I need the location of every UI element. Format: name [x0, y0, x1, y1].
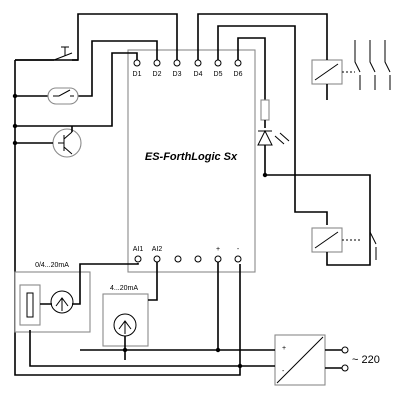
terminal-minus	[234, 255, 242, 263]
pin-label-plus: +	[216, 246, 220, 253]
left-bus	[12, 60, 241, 376]
mains-voltage-label: ~ 220	[352, 354, 380, 366]
power-supply: + - ~ 220	[29, 262, 380, 386]
pin-label-d6: D6	[234, 71, 243, 78]
module-body	[127, 49, 256, 273]
led-indicator	[257, 99, 371, 212]
float-switch	[47, 87, 79, 105]
top-wiring	[15, 13, 328, 225]
controller-module: ES-ForthLogic Sx D1 D2 D3 D4 D5 D6 AI1 A…	[127, 49, 256, 273]
pin-label-d2: D2	[153, 71, 162, 78]
sensor-2-label: 4...20mA	[110, 285, 138, 292]
sensor-1-label: 0/4...20mA	[35, 262, 69, 269]
mains-terminal-1	[341, 346, 349, 354]
terminal-nc2	[194, 255, 202, 263]
terminal-nc1	[174, 255, 182, 263]
module-title: ES-ForthLogic Sx	[145, 151, 238, 163]
pin-label-minus: -	[237, 246, 240, 253]
push-button-switch	[15, 46, 78, 61]
led-diode-icon	[257, 129, 273, 146]
transistor-sensor	[15, 126, 82, 158]
psu-minus-label: -	[282, 368, 285, 375]
current-loop-sensor-1: 0/4...20mA	[14, 262, 139, 333]
pin-label-ai2: AI2	[152, 246, 163, 253]
pin-label-d1: D1	[133, 71, 142, 78]
pin-label-ai1: AI1	[133, 246, 144, 253]
psu-plus-label: +	[282, 345, 286, 352]
current-loop-sensor-2: 4...20mA	[102, 262, 158, 360]
pin-label-d4: D4	[194, 71, 203, 78]
pin-label-d5: D5	[214, 71, 223, 78]
terminal-ai1	[134, 255, 142, 263]
mains-terminal-2	[341, 364, 349, 372]
relay-2	[311, 210, 377, 266]
relay-1	[311, 40, 391, 100]
resistor	[260, 99, 270, 121]
pin-label-d3: D3	[173, 71, 182, 78]
